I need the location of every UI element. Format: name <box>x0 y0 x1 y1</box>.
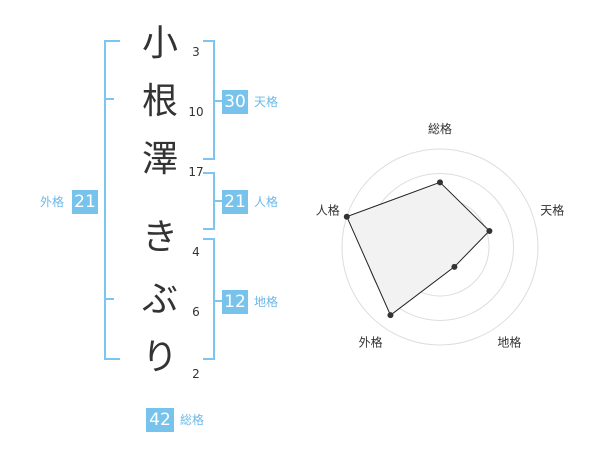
jinkaku-label: 人格 <box>254 195 279 209</box>
gaikaku-value: 21 <box>72 190 98 214</box>
radar-point <box>437 179 443 186</box>
radar-polygon <box>346 181 491 316</box>
chikaku-bracket <box>203 238 215 360</box>
radar-point <box>343 213 350 220</box>
stroke-count-6: 2 <box>192 367 200 381</box>
stroke-count-3: 17 <box>188 165 204 179</box>
stroke-count-2: 10 <box>188 105 204 119</box>
bracket-connector <box>214 100 222 102</box>
name-char-2: 根 <box>141 81 178 122</box>
radar-point <box>486 227 493 234</box>
stroke-count-4: 4 <box>192 245 200 259</box>
stroke-count-1: 3 <box>192 45 200 59</box>
gaikaku-bracket <box>104 40 120 360</box>
radar-point <box>451 263 458 270</box>
bracket-tick <box>104 298 114 300</box>
jinkaku-value: 21 <box>222 190 248 214</box>
radar-axis-label: 地格 <box>497 334 521 349</box>
radar-axis-label: 人格 <box>316 203 340 218</box>
radar-point <box>387 312 394 319</box>
chikaku-value: 12 <box>222 290 248 314</box>
stroke-count-5: 6 <box>192 305 200 319</box>
name-char-5: ぶ <box>141 279 178 320</box>
soukaku-value: 42 <box>146 408 174 432</box>
tenkaku-label: 天格 <box>254 95 279 109</box>
tenkaku-value: 30 <box>222 90 248 114</box>
bracket-tick <box>104 98 114 100</box>
chikaku-label: 地格 <box>254 295 279 309</box>
radar-points <box>343 179 493 319</box>
name-char-4: き <box>141 217 178 258</box>
gaikaku-label: 外格 <box>40 195 65 209</box>
radar-axis-label: 総格 <box>428 121 452 136</box>
bracket-connector <box>214 200 222 202</box>
name-char-6: り <box>141 337 178 378</box>
radar-axis-label: 天格 <box>540 203 564 218</box>
radar-ring <box>341 148 539 346</box>
soukaku-label: 総格 <box>180 413 205 427</box>
bracket-connector <box>214 300 222 302</box>
name-char-1: 小 <box>141 23 178 64</box>
radar-axis-label: 外格 <box>359 334 383 349</box>
name-char-3: 澤 <box>141 139 178 180</box>
